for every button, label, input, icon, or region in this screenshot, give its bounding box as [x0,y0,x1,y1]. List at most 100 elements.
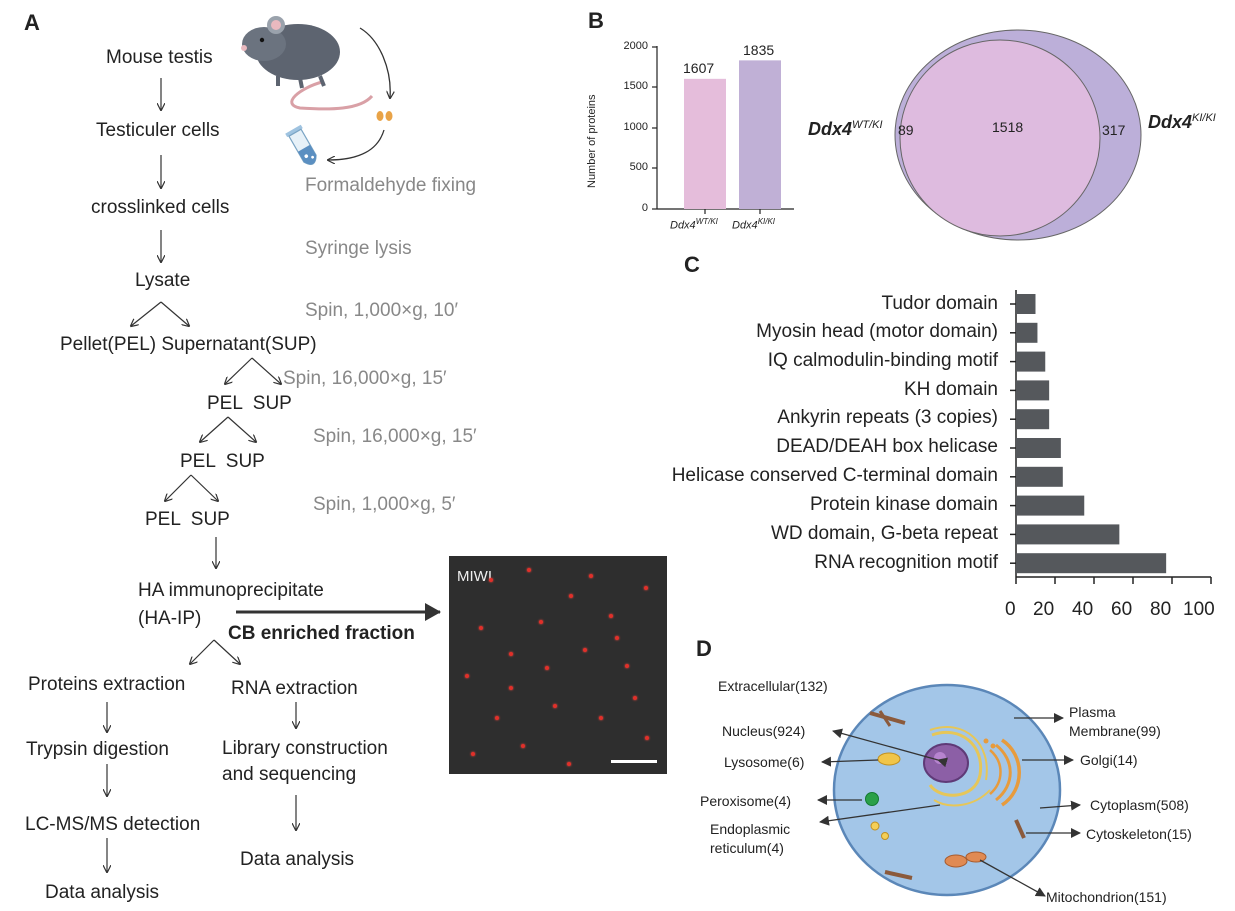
c-bar [1016,294,1036,314]
b-ylabel: Number of proteins [586,94,598,188]
micrograph-punctum [599,716,603,720]
venn-set-label-ki: Ddx4KI/KI [1148,112,1216,132]
c-bar [1016,524,1120,545]
d-cytoplasm: Cytoplasm(508) [1090,797,1189,813]
venn-only-wt: 89 [898,122,914,138]
b-ytick: 0 [641,202,648,214]
c-bar [1016,351,1046,372]
micrograph-punctum [633,696,637,700]
b-category-label: Ddx4KI/KI [732,217,776,232]
micrograph-punctum [545,666,549,670]
c-category-label: Protein kinase domain [810,494,998,515]
d-mitochondrion: Mitochondrion(151) [1046,889,1167,905]
tube-icon [285,124,317,166]
cond-syringe: Syringe lysis [305,238,412,259]
step-data-analysis-right: Data analysis [240,849,355,870]
step-proteins-extraction: Proteins extraction [28,674,186,695]
micrograph-punctum [644,586,648,590]
b-bar [739,60,781,209]
miwi-micrograph: MIWI [449,556,667,774]
c-bar [1016,380,1050,401]
c-bar [1016,553,1167,574]
d-er-1: Endoplasmic [710,821,791,837]
micrograph-punctum [609,614,613,618]
c-category-label: Ankyrin repeats (3 copies) [777,407,998,428]
micrograph-punctum [553,704,557,708]
panel-label-c: C [684,252,700,277]
micrograph-punctum [465,674,469,678]
d-peroxisome: Peroxisome(4) [700,793,792,809]
step-rna-extraction: RNA extraction [231,678,358,699]
c-tick-label: 100 [1183,599,1215,620]
c-category-label: KH domain [904,379,998,400]
micrograph-punctum [521,744,525,748]
d-nucleus: Nucleus(924) [722,723,806,739]
c-tick-label: 60 [1111,599,1133,620]
b-ytick: 1500 [623,80,648,92]
c-category-label: Myosin head (motor domain) [756,321,998,342]
b-ytick: 1000 [623,121,648,133]
cell-illustration [832,683,1062,897]
step-pel-sup-1: PEL SUP [207,393,292,414]
micrograph-punctum [539,620,543,624]
b-bar-group [684,60,781,209]
step-crosslinked-cells: crosslinked cells [91,197,230,218]
c-tick-label: 80 [1150,599,1172,620]
d-plasma-2: Membrane(99) [1069,723,1161,739]
step-trypsin: Trypsin digestion [26,739,169,760]
step-data-analysis-left: Data analysis [45,882,160,903]
c-bar [1016,495,1085,516]
step-mouse-testis: Mouse testis [106,47,213,68]
venn-diagram [894,29,1142,241]
c-tick-marks [1015,577,1212,584]
step-lysate: Lysate [135,270,191,291]
testis-icon [376,111,393,121]
cond-formaldehyde: Formaldehyde fixing [305,175,477,196]
venn-set-label-wt: Ddx4WT/KI [808,119,883,139]
b-value-label: 1835 [743,42,775,58]
step-testicular-cells: Testiculer cells [96,120,220,141]
cond-spin-1: Spin, 1,000×g, 10′ [305,300,459,321]
mouse-illustration [241,16,374,111]
b-value-label: 1607 [683,60,715,76]
venn-overlap: 1518 [992,119,1024,135]
b-ytick: 2000 [623,40,648,52]
c-tick-label: 40 [1072,599,1094,620]
c-bar [1016,322,1038,343]
micrograph-punctum [479,626,483,630]
micrograph-punctum [625,664,629,668]
panel-label-a: A [24,10,40,35]
c-category-label: IQ calmodulin-binding motif [767,350,998,371]
micrograph-punctum [569,594,573,598]
micrograph-punctum [471,752,475,756]
micrograph-punctum [489,578,493,582]
c-tick-label: 20 [1033,599,1055,620]
panel-label-d: D [696,636,712,661]
step-library-2: and sequencing [222,764,357,785]
d-extracellular: Extracellular(132) [718,678,828,694]
micrograph-label: MIWI [457,568,492,585]
step-lcms: LC-MS/MS detection [25,814,201,835]
b-ytick: 500 [629,161,648,173]
panel-label-b: B [588,8,604,33]
micrograph-punctum [527,568,531,572]
venn-only-ki: 317 [1102,122,1126,138]
micrograph-punctum [583,648,587,652]
step-ha-ip-2: (HA-IP) [138,608,202,629]
c-category-label: RNA recognition motif [814,552,998,573]
step-library-1: Library construction [222,738,388,759]
b-bar [684,78,726,209]
step-pel-sup-3: PEL SUP [145,509,230,530]
c-tick-label: 0 [1005,599,1016,620]
c-bar [1016,438,1061,458]
cond-spin-3: Spin, 16,000×g, 15′ [313,426,477,447]
c-bar [1016,409,1050,430]
c-category-label: Helicase conserved C-terminal domain [671,465,998,486]
cell-arrows [817,713,1081,897]
d-cytoskeleton: Cytoskeleton(15) [1086,826,1192,842]
d-er-2: reticulum(4) [710,840,784,856]
micrograph-punctum [509,652,513,656]
micrograph-punctum [615,636,619,640]
d-lysosome: Lysosome(6) [724,754,805,770]
